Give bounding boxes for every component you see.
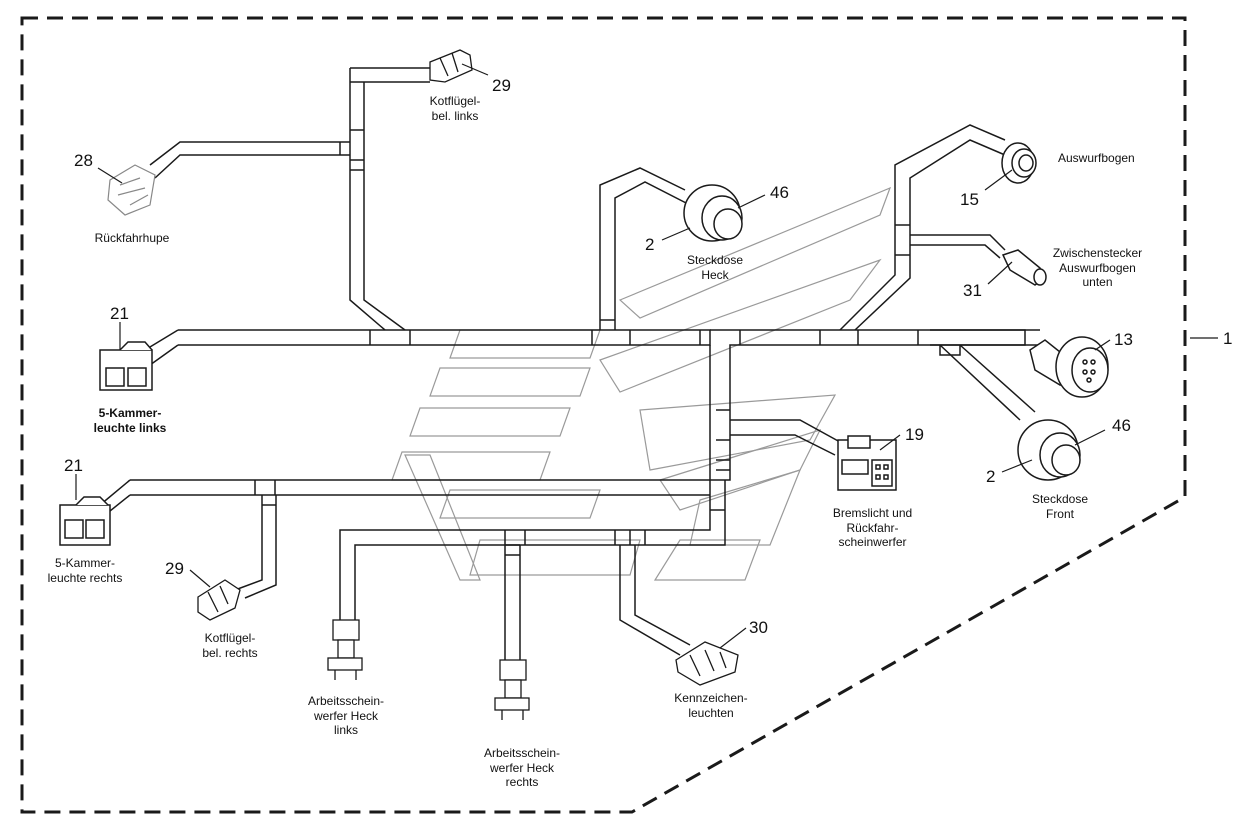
harness-cables [99,67,1040,660]
callout-29-bottom: 29 [165,559,184,578]
label-rueckfahrhupe: Rückfahrhupe [94,231,170,245]
label-kotfluegel-links: Kotflügel- bel. links [429,94,481,123]
connector-21-links [99,341,153,391]
callout-31: 31 [963,281,982,300]
connector-31 [1001,249,1047,286]
connector-15 [1001,142,1037,184]
label-arbeit-links: Arbeitsschein- werfer Heck links [307,694,385,737]
callout-15: 15 [960,190,979,209]
connector-46-heck [683,184,743,242]
callout-13: 13 [1114,330,1133,349]
label-steckdose-heck: Steckdose Heck [686,253,744,282]
label-5-kammer-links: 5-Kammer- leuchte links [93,406,167,435]
leader-lines [75,63,1218,649]
label-zwischenstecker: Zwischenstecker Auswurfbogen unten [1052,246,1143,289]
label-auswurfbogen: Auswurfbogen [1058,151,1135,165]
watermark-logo [391,186,892,581]
label-bremslicht: Bremslicht und Rückfahr- scheinwerfer [832,506,913,549]
label-5-kammer-rechts: 5-Kammer- leuchte rechts [47,556,123,585]
connector-46-front [1017,419,1081,481]
connector-13 [1029,336,1109,398]
callout-1: 1 [1223,329,1233,348]
callout-30: 30 [749,618,768,637]
connector-19 [837,435,897,491]
label-kennzeichen: Kennzeichen- leuchten [674,691,748,720]
callout-46-front: 46 [1112,416,1131,435]
connector-29-bottom [197,579,241,621]
callout-21-links: 21 [110,304,129,323]
callout-19: 19 [905,425,924,444]
connector-arbeit-rechts [494,659,530,720]
connector-28-horn [107,164,156,216]
label-kotfluegel-rechts: Kotflügel- bel. rechts [202,631,258,660]
connector-30 [675,641,739,686]
connector-21-rechts [59,496,111,546]
assembly-boundary [20,16,1187,814]
callout-21-rechts: 21 [64,456,83,475]
callout-28: 28 [74,151,93,170]
callout-29-top: 29 [492,76,511,95]
callout-46-heck: 46 [770,183,789,202]
callout-2-heck: 2 [645,235,655,254]
label-steckdose-front: Steckdose Front [1031,492,1089,521]
connector-arbeit-links [327,619,363,680]
callout-2-front: 2 [986,467,996,486]
connector-29-top [429,49,473,83]
label-arbeit-rechts: Arbeitsschein- werfer Heck rechts [483,746,561,789]
